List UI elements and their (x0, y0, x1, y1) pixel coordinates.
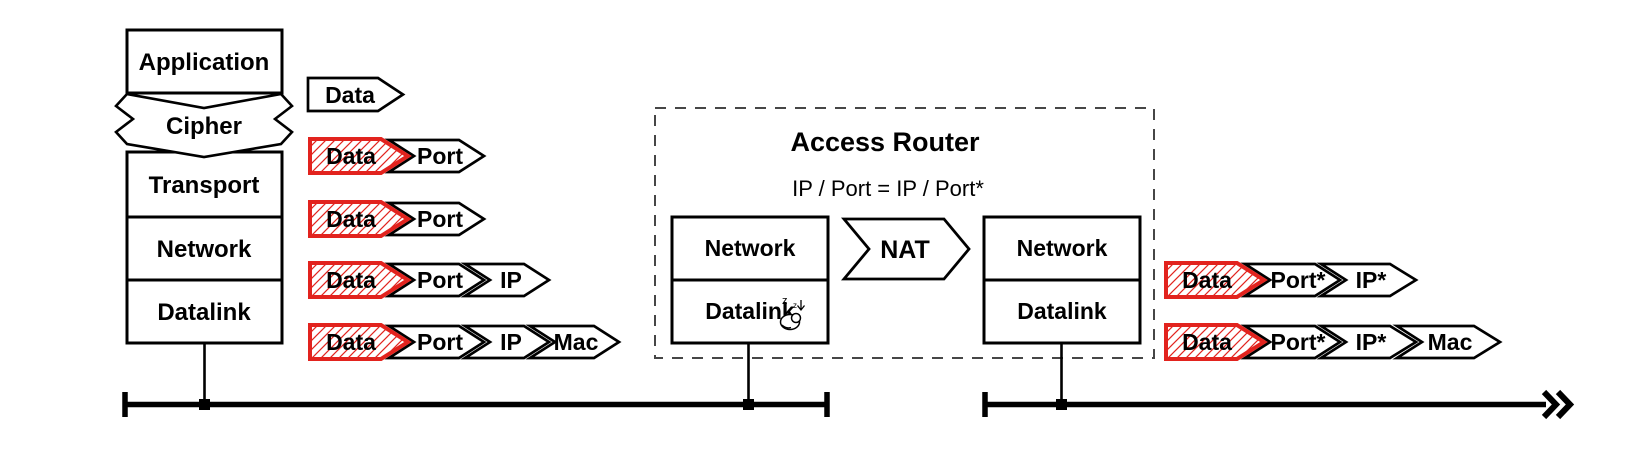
packet-segment-label: Port (417, 206, 463, 232)
packet-data-hatched-shape (308, 323, 412, 361)
cursor-z-small: z (793, 301, 797, 310)
packet-lan-3: Data Port IP (308, 261, 552, 299)
packet-lan-2: Data Port (308, 200, 487, 238)
packet-segment-shape (1240, 324, 1343, 360)
application-layer-label: Application (139, 49, 270, 76)
cursor-arrow (796, 300, 806, 312)
packet-segment-label: Port (417, 329, 463, 355)
packet-segment-label: IP* (1356, 329, 1387, 355)
router-egress-datalink-label: Datalink (1017, 298, 1107, 324)
nat-chevron (841, 217, 971, 281)
access-router-boundary (654, 107, 1155, 359)
packet-segment-label: Data (325, 82, 375, 108)
packet-segment-label: Port* (1271, 329, 1326, 355)
access-router: Access Router IP / Port = IP / Port* Net… (654, 107, 1155, 402)
packet-segment-shape (460, 324, 552, 360)
packet-data-hatched-shape (1164, 261, 1268, 299)
cursor-z-large: z (782, 295, 788, 307)
packet-data-hatched-shape (308, 200, 412, 238)
wan-bus-arrow-chevron-1 (1541, 389, 1561, 420)
packet-segment-shape (306, 76, 406, 113)
lan-bus-node-router (743, 399, 754, 410)
lan-bus-node-host (199, 399, 210, 410)
packet-wan-1: Data Port* IP* Mac (1164, 323, 1503, 361)
packet-segment-shape (1392, 324, 1503, 360)
nat-label: NAT (880, 236, 930, 264)
transport-layer-box (125, 150, 284, 219)
network-layer-label: Network (157, 236, 252, 263)
packet-segment-label: IP (500, 267, 522, 293)
packet-segment-label: Data (1182, 329, 1232, 355)
packet-segment-shape (384, 262, 487, 298)
wan-bus-arrow-chevron-2 (1555, 389, 1575, 420)
router-ingress-datalink-label: Datalink (705, 298, 795, 324)
packet-segment-shape (460, 262, 552, 298)
host-stack: Application Transport Network Datalink C… (114, 28, 294, 402)
packet-segment-shape (1316, 262, 1419, 298)
packet-segment-label: Data (326, 143, 376, 169)
cursor-blob-knuckle (790, 312, 802, 324)
packet-data-hatched-shape (308, 137, 412, 175)
access-router-title: Access Router (790, 127, 980, 157)
packet-segment-label: Port (417, 143, 463, 169)
packet-segment-shape (1240, 262, 1343, 298)
packet-segment-label: IP* (1356, 267, 1387, 293)
packet-data-hatched-shape (308, 261, 412, 299)
sleeping-cursor-icon: z z (779, 295, 806, 331)
packet-segment-label: Data (326, 206, 376, 232)
cipher-layer-zigzag-shape (114, 92, 294, 159)
packet-segment-label: Data (326, 329, 376, 355)
packet-wan-0: Data Port* IP* (1164, 261, 1419, 299)
packet-segment-label: Port (417, 267, 463, 293)
packet-lan-1: Data Port (308, 137, 487, 175)
transport-layer-label: Transport (149, 172, 260, 199)
nat-rule-text: IP / Port = IP / Port* (792, 176, 984, 201)
packet-segment-shape (1316, 324, 1419, 360)
wan-bus (982, 389, 1575, 420)
packet-segment-label: Port* (1271, 267, 1326, 293)
datalink-layer-box (125, 278, 284, 345)
packet-segment-label: Data (326, 267, 376, 293)
packet-segment-label: Mac (554, 329, 599, 355)
cipher-layer-label: Cipher (166, 113, 242, 140)
packet-segment-label: IP (500, 329, 522, 355)
datalink-layer-label: Datalink (157, 299, 251, 326)
packet-segment-shape (384, 201, 487, 237)
cursor-blob-line (781, 324, 792, 329)
application-layer-box (125, 28, 284, 95)
packet-data-hatched-shape (1164, 323, 1268, 361)
lan-bus (122, 392, 830, 417)
packet-lan-4: Data Port IP Mac (308, 323, 622, 361)
packet-segment-shape (384, 138, 487, 174)
packet-segment-label: Mac (1428, 329, 1473, 355)
packet-lan-0: Data (306, 76, 406, 113)
packet-segment-label: Data (1182, 267, 1232, 293)
router-egress-network-label: Network (1017, 235, 1108, 261)
packet-segment-shape (525, 324, 622, 360)
packet-segment-shape (384, 324, 487, 360)
wan-bus-node-router (1056, 399, 1067, 410)
router-ingress-network-label: Network (705, 235, 796, 261)
